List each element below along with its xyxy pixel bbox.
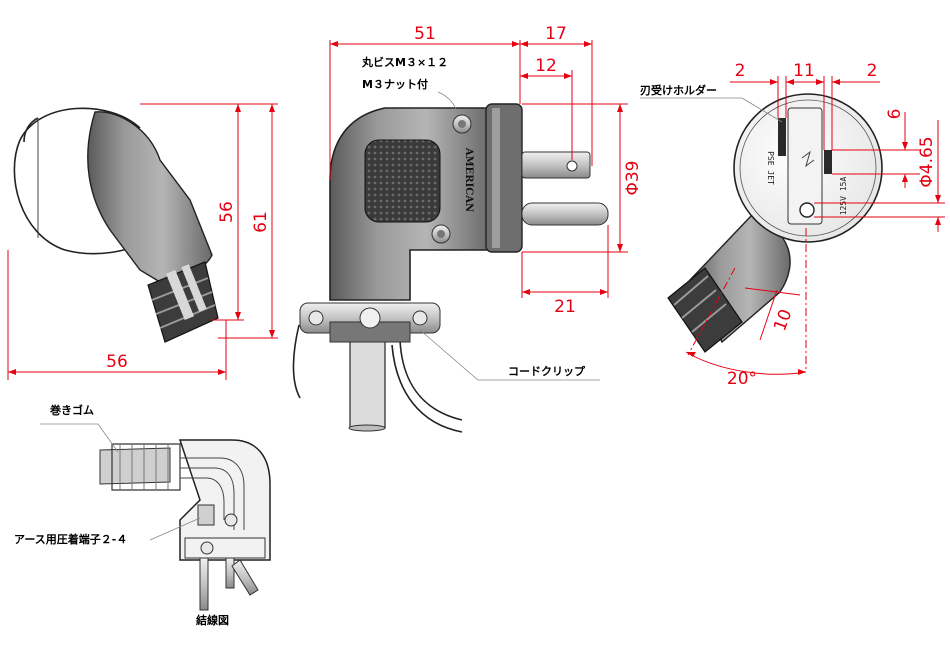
wiring-view: 巻きゴム アース用圧着端子２-４ 結線図 bbox=[14, 403, 271, 627]
front-pin-offset-label: 17 bbox=[545, 24, 567, 44]
face-slot-left bbox=[778, 118, 786, 156]
rubber-leader bbox=[40, 423, 119, 453]
front-cord-wire-b bbox=[391, 344, 463, 433]
cord-clip-leader bbox=[419, 329, 600, 381]
wiring-blade-c bbox=[231, 559, 259, 596]
side-body bbox=[87, 111, 213, 283]
front-cord-end bbox=[348, 424, 386, 432]
side-head-outline bbox=[13, 107, 146, 255]
front-cord bbox=[349, 330, 386, 429]
face-angle-arc bbox=[685, 351, 807, 375]
side-width-label: 56 bbox=[106, 352, 128, 372]
blade-holder-label: 刃受けホルダー bbox=[640, 83, 717, 97]
front-brand-mark: AMERICAN bbox=[463, 147, 474, 212]
face-angle-label: 20° bbox=[727, 369, 757, 389]
side-head-highlight bbox=[23, 117, 39, 143]
face-offset-line bbox=[759, 289, 778, 341]
face-dim-right-label: 2 bbox=[867, 61, 878, 81]
front-clip-center bbox=[359, 307, 381, 329]
wiring-screw-b bbox=[200, 541, 214, 555]
side-view: 56 56 61 bbox=[7, 103, 278, 380]
wiring-screw-a bbox=[224, 513, 238, 527]
front-clip-screw-left bbox=[308, 310, 324, 326]
wiring-blade-b bbox=[225, 557, 235, 589]
wiring-rubber-wrap bbox=[111, 443, 181, 491]
front-blade-hole bbox=[566, 160, 578, 172]
front-face-plate bbox=[485, 103, 523, 253]
front-screw-bottom-hole bbox=[437, 230, 445, 238]
wiring-cord bbox=[99, 447, 171, 485]
screw-note-line1: 丸ビスM３×１２ bbox=[361, 55, 448, 69]
side-height-outer-label: 61 bbox=[251, 211, 271, 233]
front-face-highlight bbox=[492, 108, 500, 248]
front-screw-top-hole bbox=[458, 120, 466, 128]
front-width-label: 51 bbox=[414, 24, 436, 44]
face-boot-rib-c bbox=[691, 303, 727, 333]
face-boot-rib-a bbox=[673, 275, 709, 306]
side-height-inner-label: 56 bbox=[217, 201, 237, 223]
face-blade-holder bbox=[787, 107, 823, 225]
face-pin-height-label: 6 bbox=[885, 109, 905, 120]
face-hole-label: Φ4.65 bbox=[917, 136, 937, 187]
front-view: AMERICAN 51 17 12 Φ39 bbox=[292, 24, 643, 433]
face-slot-right bbox=[824, 150, 832, 174]
face-cord-boot bbox=[667, 267, 743, 353]
wiring-earth-terminal bbox=[197, 504, 215, 526]
front-pin-spacing-label: 12 bbox=[535, 56, 557, 76]
front-bottom-label: 21 bbox=[554, 297, 576, 317]
wiring-wire-a bbox=[180, 457, 245, 530]
face-pin-arrows bbox=[902, 142, 908, 182]
wiring-wire-c bbox=[180, 477, 225, 520]
wiring-wire-b bbox=[180, 467, 235, 530]
face-inner-ring bbox=[739, 99, 877, 237]
wiring-body bbox=[178, 439, 271, 561]
front-cord-wire-a bbox=[399, 339, 463, 421]
wiring-rubber-ribs bbox=[119, 444, 169, 490]
earth-terminal-label: アース用圧着端子２-４ bbox=[14, 532, 127, 546]
face-angle-line bbox=[687, 267, 736, 356]
cord-clip-label: コードクリップ bbox=[508, 364, 586, 378]
front-clip-strap bbox=[292, 324, 301, 399]
wiring-blade-a bbox=[199, 557, 209, 611]
face-offset-ext bbox=[744, 287, 801, 296]
front-clip-screw-right bbox=[412, 310, 428, 326]
face-ground-hole bbox=[799, 202, 815, 218]
earth-terminal-leader bbox=[149, 517, 201, 541]
face-marking-right: 125V 15A bbox=[839, 177, 848, 216]
face-dim-left-label: 2 bbox=[735, 61, 746, 81]
face-hole-arrows bbox=[935, 195, 941, 225]
screw-note-line2: M３ナット付 bbox=[362, 77, 428, 91]
wiring-terminal-block bbox=[184, 537, 266, 559]
face-polarity-mark bbox=[801, 150, 815, 168]
wiring-diagram-caption: 結線図 bbox=[196, 613, 229, 627]
front-blade-ground bbox=[521, 202, 609, 226]
front-top-arrows bbox=[330, 41, 592, 79]
screw-note-leader bbox=[437, 91, 459, 115]
front-dia-label: Φ39 bbox=[623, 160, 643, 195]
face-marking-left: PSE JET bbox=[766, 151, 775, 185]
rubber-label: 巻きゴム bbox=[49, 403, 94, 417]
side-height-arrows bbox=[235, 104, 275, 338]
front-blade-upper bbox=[521, 151, 591, 179]
side-cord-boot bbox=[147, 261, 219, 343]
face-dim-mid-label: 11 bbox=[793, 61, 815, 81]
front-grip-panel bbox=[364, 139, 441, 223]
blade-holder-leader bbox=[640, 97, 783, 123]
face-offset-label: 10 bbox=[770, 307, 796, 334]
face-boot-rib-b bbox=[681, 289, 717, 319]
face-view: PSE JET 125V 15A 20° 10 2 11 2 6 bbox=[640, 61, 945, 389]
